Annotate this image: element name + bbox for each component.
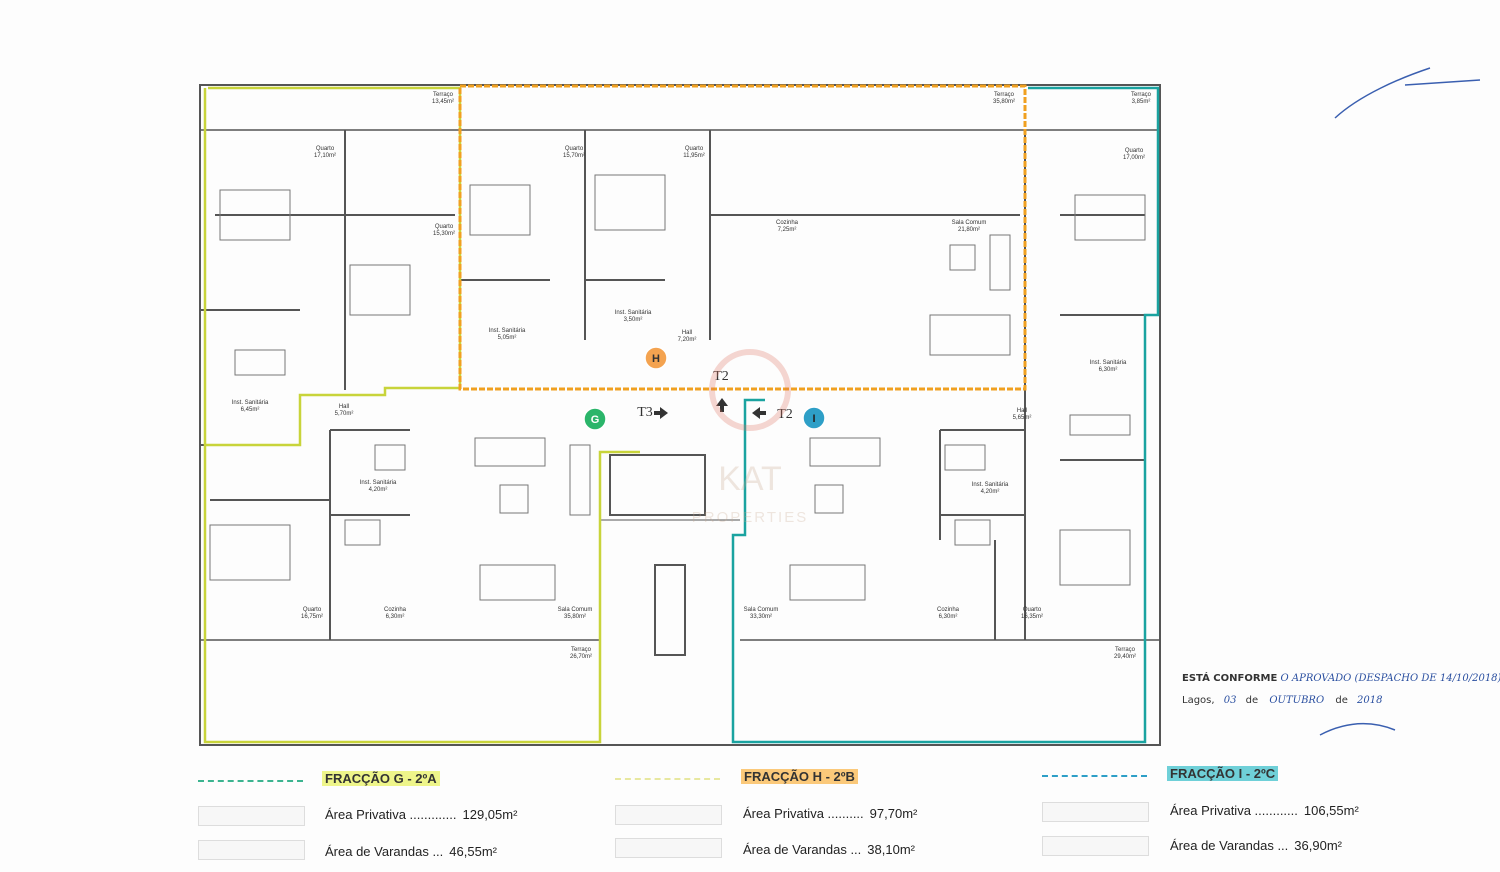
room-name-g-quarto-2: Quarto	[435, 224, 454, 230]
room-name-i-quarto-1: Quarto	[1125, 148, 1144, 154]
marker-g	[583, 407, 607, 431]
room-name-g-hall: Hall	[339, 404, 349, 410]
room-area-i-hall: 5,65m²	[1013, 415, 1032, 421]
room-name-i-cozinha: Cozinha	[937, 607, 960, 613]
room-name-i-terraco-top: Terraço	[1131, 92, 1152, 98]
watermark-logo-icon	[709, 349, 791, 431]
room-name-g-sala: Sala Comum	[558, 607, 593, 613]
room-name-h-sala: Sala Comum	[952, 220, 987, 226]
room-area-g-terraco-bottom: 26,70m²	[570, 654, 592, 660]
room-labels: Terraço13,45m²Terraço35,80m²Terraço3,85m…	[232, 92, 1152, 660]
room-name-g-quarto-1: Quarto	[316, 146, 335, 152]
room-name-i-hall: Hall	[1017, 408, 1027, 414]
room-area-h-ists-2: 3,50m²	[624, 317, 643, 323]
pen-annotations	[1319, 67, 1481, 736]
room-name-h-quarto-1: Quarto	[565, 146, 584, 152]
legend-priv-g: Área Privativa .............129,05m²	[325, 807, 518, 822]
room-name-i-ists-1: Inst. Sanitária	[1090, 360, 1127, 366]
room-name-g-terraco-bottom: Terraço	[571, 647, 592, 653]
room-area-g-sala: 35,80m²	[564, 614, 586, 620]
marker-i-letter: I	[812, 413, 815, 425]
legend-var-g: Área de Varandas ...46,55m²	[325, 844, 497, 859]
legend-title-i: FRACÇÃO I - 2ºC	[1167, 766, 1279, 781]
room-area-g-ists-1: 6,45m²	[241, 407, 260, 413]
legend-swatch-g-1	[198, 806, 305, 826]
room-name-h-terraco-top: Terraço	[994, 92, 1015, 98]
legend-swatch-i-1	[1042, 802, 1149, 822]
room-area-i-ists-1: 6,30m²	[1099, 367, 1118, 373]
room-area-g-quarto-3: 16,75m²	[301, 614, 323, 620]
legend-swatch-h-2	[615, 838, 722, 858]
room-area-i-cozinha: 6,30m²	[939, 614, 958, 620]
room-area-g-quarto-1: 17,10m²	[314, 153, 336, 159]
room-name-g-quarto-3: Quarto	[303, 607, 322, 613]
typology-t2-i: T2	[777, 407, 793, 422]
room-area-g-quarto-2: 15,30m²	[433, 231, 455, 237]
room-area-i-quarto-1: 17,00m²	[1123, 155, 1145, 161]
legend-priv-i: Área Privativa ............106,55m²	[1170, 803, 1359, 818]
room-name-g-ists-2: Inst. Sanitária	[360, 480, 397, 486]
room-area-g-terraco-top: 13,45m²	[432, 99, 454, 105]
legend-line-h	[615, 778, 720, 780]
room-name-i-ists-2: Inst. Sanitária	[972, 482, 1009, 488]
room-name-h-ists-1: Inst. Sanitária	[489, 328, 526, 334]
room-name-i-sala: Sala Comum	[744, 607, 779, 613]
room-area-i-terraco-top: 3,85m²	[1132, 99, 1151, 105]
room-area-h-terraco-top: 35,80m²	[993, 99, 1015, 105]
room-name-h-ists-2: Inst. Sanitária	[615, 310, 652, 316]
stamp-line-2: Lagos, 03 de OUTUBRO de 2018	[1182, 695, 1383, 706]
typology-t2-h: T2	[713, 369, 729, 384]
room-area-h-hall: 7,20m²	[678, 337, 697, 343]
room-area-i-ists-2: 4,20m²	[981, 489, 1000, 495]
room-area-i-quarto-2: 16,35m²	[1021, 614, 1043, 620]
legend-var-h: Área de Varandas ...38,10m²	[743, 842, 915, 857]
unit-markers: G H I T3 T2 T2	[583, 346, 826, 431]
furniture	[209, 174, 1146, 601]
walls	[199, 84, 1161, 746]
legend-priv-h: Área Privativa ..........97,70m²	[743, 806, 918, 821]
legend-title-h: FRACÇÃO H - 2ºB	[741, 769, 858, 784]
typology-t3: T3	[637, 405, 653, 420]
legend-swatch-i-2	[1042, 836, 1149, 856]
legend-line-g	[198, 780, 303, 782]
room-area-h-cozinha: 7,25m²	[778, 227, 797, 233]
room-name-g-cozinha: Cozinha	[384, 607, 407, 613]
room-name-h-hall: Hall	[682, 330, 692, 336]
room-area-h-quarto-2: 11,95m²	[683, 153, 705, 159]
room-name-h-cozinha: Cozinha	[776, 220, 799, 226]
legend-var-i: Área de Varandas ...36,90m²	[1170, 838, 1342, 853]
marker-i	[802, 406, 826, 430]
room-name-h-quarto-2: Quarto	[685, 146, 704, 152]
room-name-i-quarto-2: Quarto	[1023, 607, 1042, 613]
watermark: KAT PROPERTIES	[670, 340, 830, 540]
unit-i-outline	[731, 86, 1160, 744]
arrow-left-icon	[654, 407, 668, 419]
room-name-g-ists-1: Inst. Sanitária	[232, 400, 269, 406]
arrow-right-icon	[752, 407, 766, 419]
room-area-g-hall: 5,70m²	[335, 411, 354, 417]
room-area-g-cozinha: 6,30m²	[386, 614, 405, 620]
room-area-h-ists-1: 5,05m²	[498, 335, 517, 341]
arrow-up-icon	[716, 398, 728, 412]
watermark-text: PROPERTIES	[692, 509, 808, 526]
legend-line-i	[1042, 775, 1147, 777]
stamp-line-1: ESTÁ CONFORME O APROVADO (DESPACHO DE 14…	[1182, 673, 1500, 684]
watermark-logo: KAT	[718, 460, 782, 498]
room-area-g-ists-2: 4,20m²	[369, 487, 388, 493]
unit-g-outline	[203, 86, 640, 744]
marker-g-letter: G	[591, 414, 600, 426]
room-area-h-quarto-1: 15,70m²	[563, 153, 585, 159]
room-area-h-sala: 21,80m²	[958, 227, 980, 233]
room-area-i-sala: 33,30m²	[750, 614, 772, 620]
room-name-g-terraco-top: Terraço	[433, 92, 454, 98]
room-area-i-terraco-bottom: 29,40m²	[1114, 654, 1136, 660]
legend-title-g: FRACÇÃO G - 2ºA	[322, 771, 440, 786]
unit-h-outline	[458, 84, 1027, 391]
legend-swatch-g-2	[198, 840, 305, 860]
marker-h-letter: H	[652, 353, 660, 365]
legend-swatch-h-1	[615, 805, 722, 825]
room-name-i-terraco-bottom: Terraço	[1115, 647, 1136, 653]
marker-h	[644, 346, 668, 370]
